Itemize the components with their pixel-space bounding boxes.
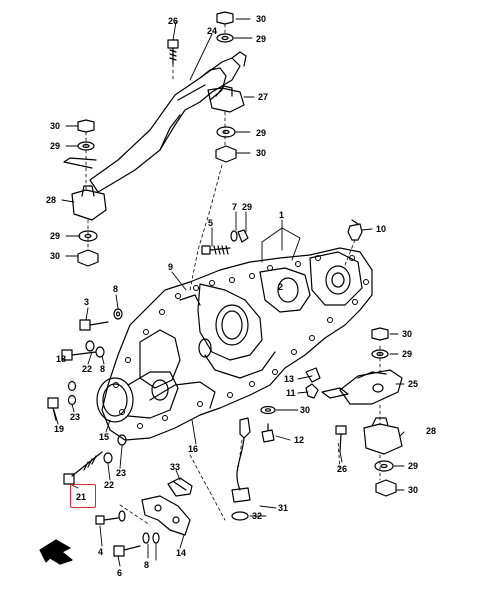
front-arrow-icon (39, 539, 73, 565)
callout-6: 6 (117, 568, 122, 578)
long-bolt-21 (63, 451, 103, 485)
callout-23-lower: 23 (116, 468, 126, 478)
mount-stack-right (363, 327, 403, 497)
callout-29-right: 29 (402, 349, 412, 359)
callout-8-lower: 8 (144, 560, 149, 570)
callout-30-right: 30 (402, 329, 412, 339)
rear-mount-bracket-25 (321, 369, 403, 405)
bolt-26-lower (335, 425, 347, 453)
callout-22-upper: 22 (82, 364, 92, 374)
callout-29-upper: 29 (256, 128, 266, 138)
bolt-19 (47, 397, 59, 421)
sensor-harness (231, 417, 251, 521)
switch-12 (261, 423, 275, 443)
callout-30-top: 30 (256, 14, 266, 24)
sensor-13 (305, 367, 321, 383)
callout-28-right: 28 (426, 426, 436, 436)
callout-28-left: 28 (46, 195, 56, 205)
callout-8-left: 8 (113, 284, 118, 294)
bolt-6 (113, 532, 160, 557)
callout-30-right-lower: 30 (408, 485, 418, 495)
callout-29-left: 29 (50, 141, 60, 151)
callout-1: 1 (279, 210, 284, 220)
callout-29-left-lower: 29 (50, 231, 60, 241)
callout-27: 27 (258, 92, 268, 102)
callout-2: 2 (278, 282, 283, 292)
callout-25: 25 (408, 379, 418, 389)
gear-case-housing (101, 247, 373, 441)
output-flange (96, 371, 179, 423)
bolt-11 (305, 383, 319, 399)
callout-12: 12 (294, 435, 304, 445)
callout-labels: 26 24 30 29 27 29 30 30 29 28 29 30 5 7 … (46, 14, 436, 578)
mount-stack-left (71, 119, 107, 267)
callout-21: 21 (76, 492, 86, 502)
callout-4: 4 (98, 547, 103, 557)
callout-22-lower: 22 (104, 480, 114, 490)
leader-lines (53, 18, 405, 567)
mount-stack-top-right (207, 11, 245, 163)
callout-7: 7 (232, 202, 237, 212)
washer-7 (230, 229, 249, 243)
callout-30-left-lower: 30 (50, 251, 60, 261)
callout-23-upper: 23 (70, 412, 80, 422)
callout-19: 19 (54, 424, 64, 434)
washer-8-left (113, 308, 123, 320)
callout-26-lower: 26 (337, 464, 347, 474)
callout-14: 14 (176, 548, 186, 558)
callout-29-right-lower: 29 (408, 461, 418, 471)
callout-8-mid: 8 (100, 364, 105, 374)
callout-29-top: 29 (256, 34, 266, 44)
callout-26-top: 26 (168, 16, 178, 26)
callout-24: 24 (207, 26, 217, 36)
callout-16: 16 (188, 444, 198, 454)
callout-5: 5 (208, 218, 213, 228)
washer-22-lower (103, 434, 127, 464)
callout-15: 15 (99, 432, 109, 442)
washer-29-center (260, 405, 276, 415)
callout-30-center: 30 (300, 405, 310, 415)
bracket-14 (141, 495, 191, 536)
clamp-33 (167, 477, 193, 497)
callout-18: 18 (56, 354, 66, 364)
highlight-box-21 (70, 484, 96, 508)
callout-10: 10 (376, 224, 386, 234)
callout-13: 13 (284, 374, 294, 384)
callout-32: 32 (252, 511, 262, 521)
callout-31: 31 (278, 503, 288, 513)
case-bolt-holes (113, 255, 369, 429)
washer-23 (67, 380, 77, 406)
assembly-guide-lines (85, 23, 381, 526)
bolt-3 (79, 319, 109, 331)
callout-9: 9 (168, 262, 173, 272)
washer-22 (85, 340, 105, 358)
bolt-26-top (167, 39, 179, 65)
bolt-5 (201, 245, 231, 255)
callout-33: 33 (170, 462, 180, 472)
plug-10 (347, 219, 363, 241)
callout-30-left: 30 (50, 121, 60, 131)
callout-29-center: 29 (242, 202, 252, 212)
upper-mount-bracket (63, 51, 247, 193)
callout-30-upper: 30 (256, 148, 266, 158)
callout-11: 11 (286, 388, 296, 398)
bolt-4 (95, 510, 126, 525)
callout-3: 3 (84, 297, 89, 307)
